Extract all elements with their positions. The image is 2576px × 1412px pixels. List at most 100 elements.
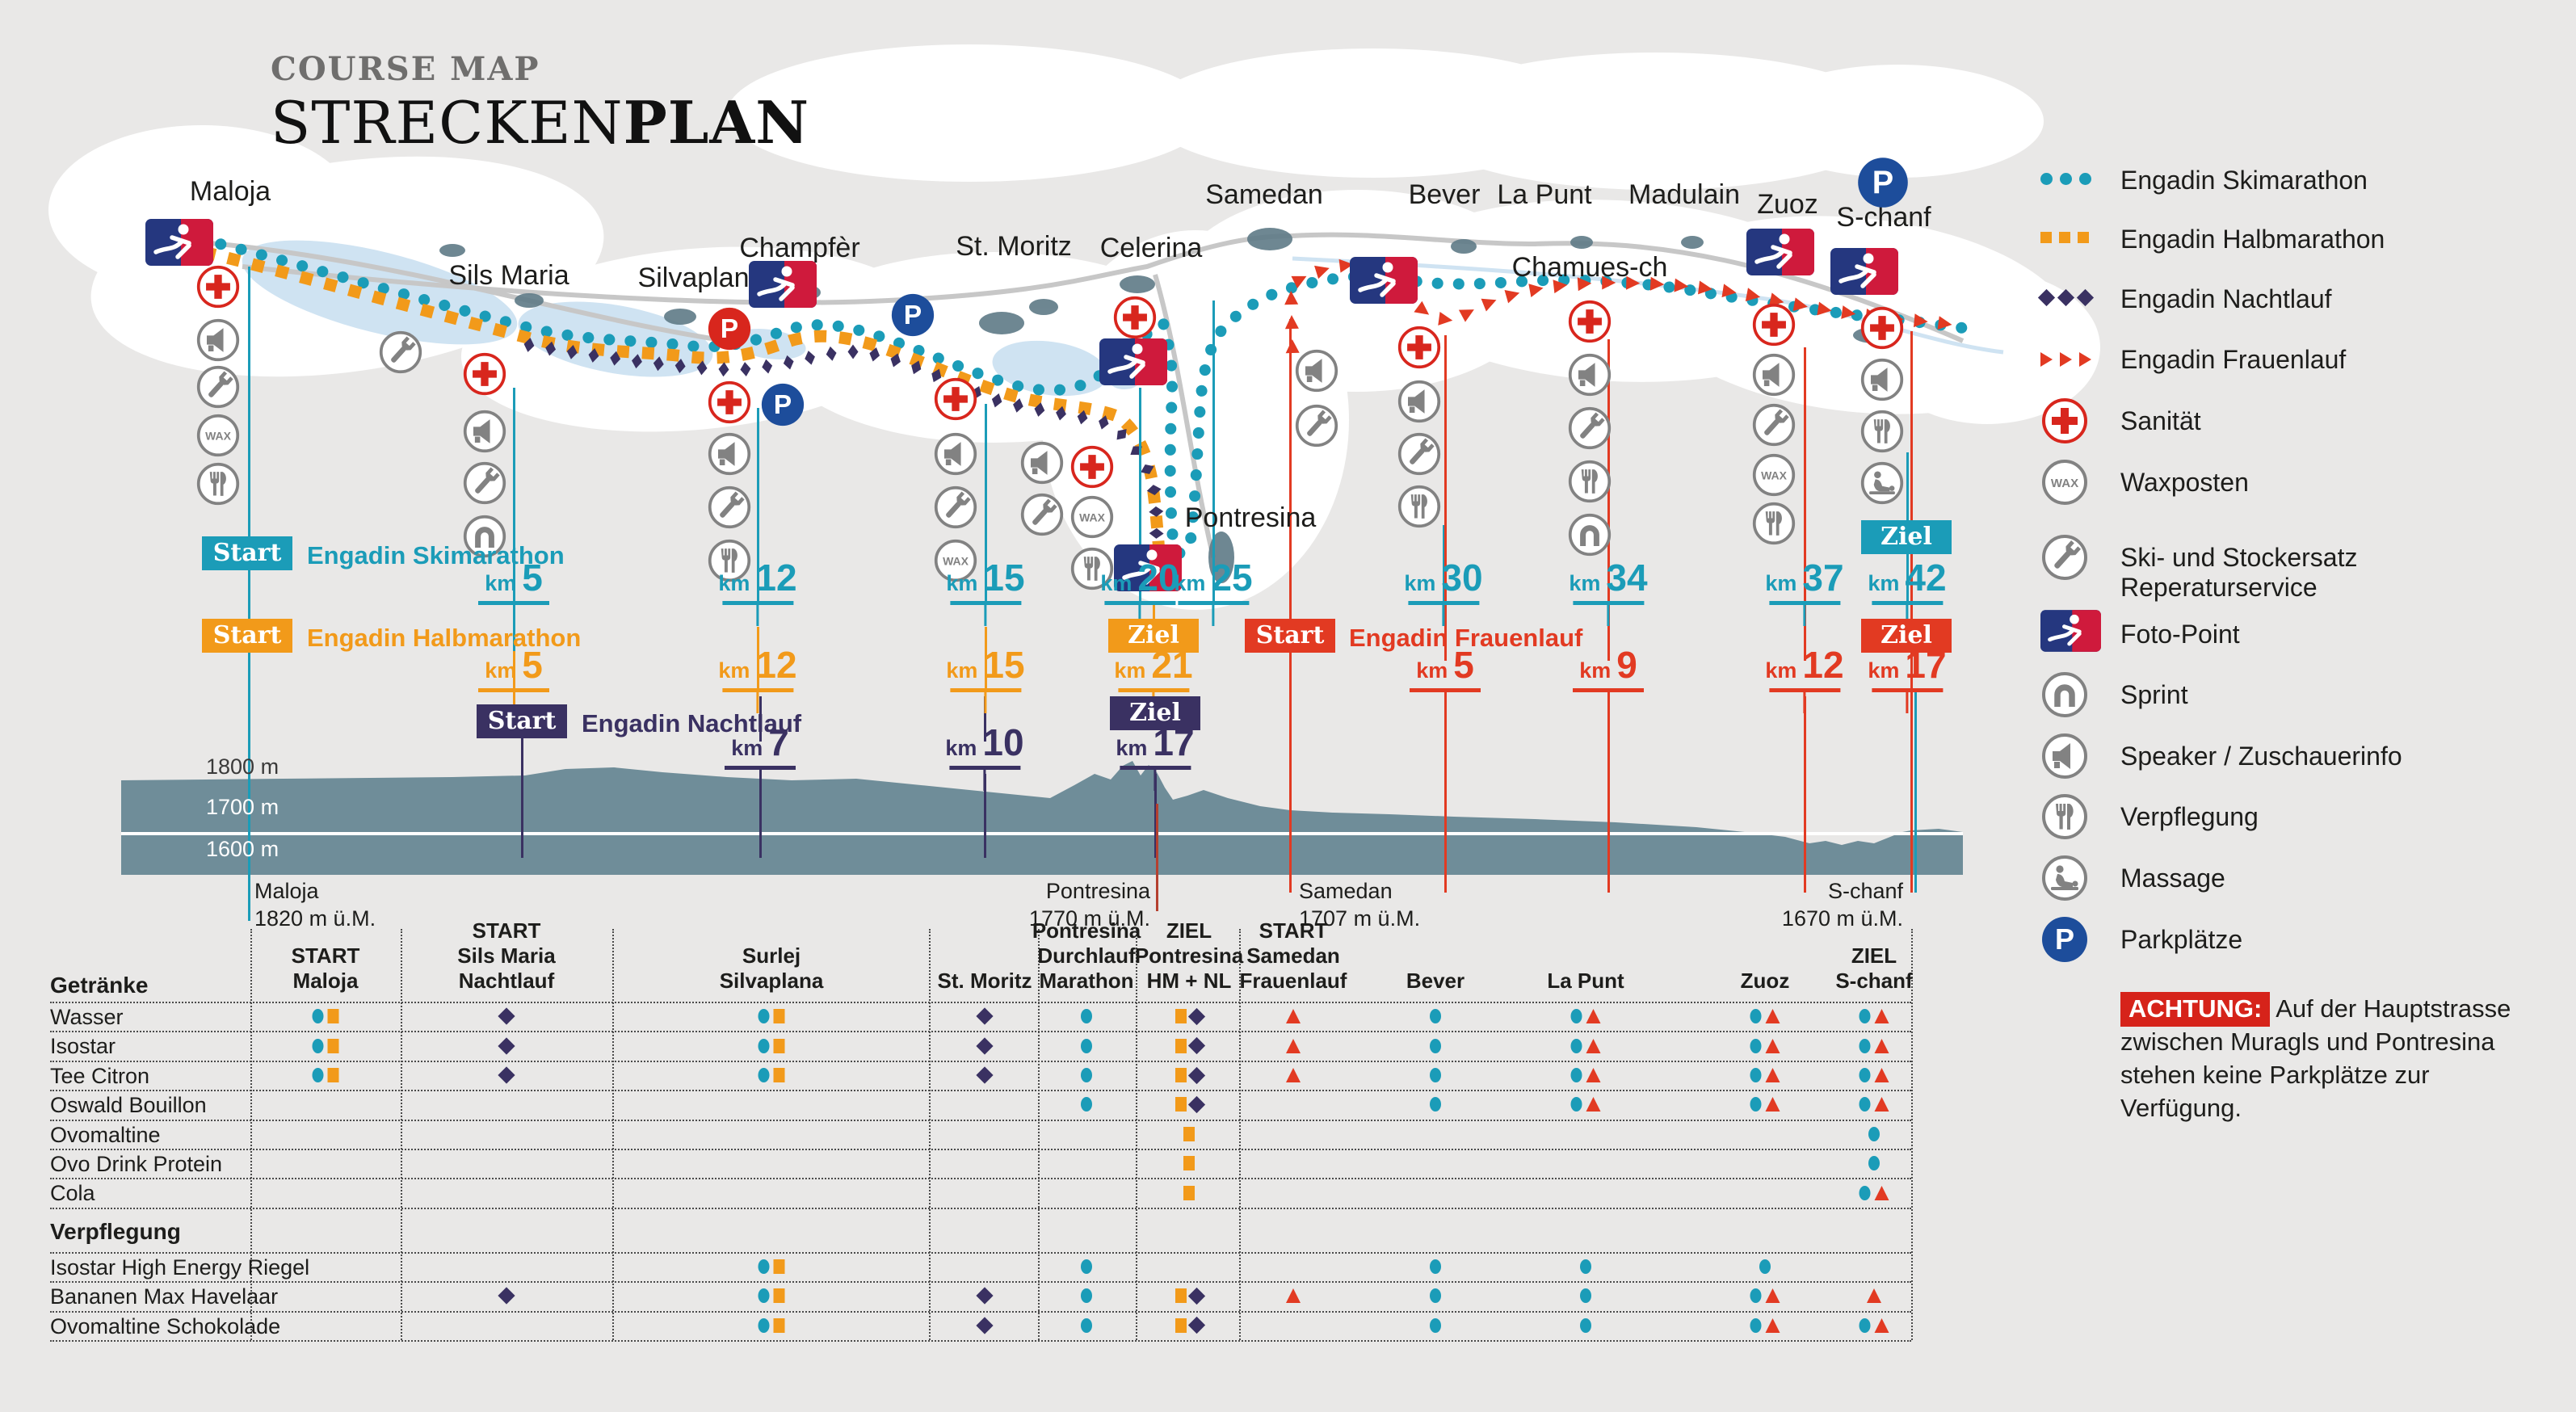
legend-label: Waxposten bbox=[2120, 468, 2249, 497]
table-cell-markers bbox=[498, 1036, 515, 1055]
place-label-celerina: Celerina bbox=[1099, 233, 1203, 263]
station-line bbox=[1288, 653, 1292, 893]
frauenlauf-route-marker bbox=[1284, 315, 1299, 330]
table-row-line bbox=[50, 1119, 1911, 1121]
station-line bbox=[512, 651, 515, 688]
table-cell-markers bbox=[1580, 1259, 1591, 1274]
table-cell-markers bbox=[312, 1068, 339, 1082]
start-box-halbmarathon: Start bbox=[202, 619, 292, 653]
wrench-icon bbox=[378, 330, 423, 375]
table-cell-markers bbox=[1859, 1038, 1889, 1053]
frauenlauf-route-marker bbox=[1458, 309, 1474, 322]
table-row-line bbox=[50, 1002, 1911, 1003]
table-cell-markers bbox=[1081, 1317, 1092, 1333]
nachtlauf-route-marker bbox=[1077, 410, 1088, 425]
frauenlauf-route-marker bbox=[1314, 265, 1330, 279]
svg-text:P: P bbox=[721, 314, 738, 344]
table-row-line bbox=[50, 1207, 1911, 1209]
table-cell-markers bbox=[312, 1038, 339, 1053]
nachtlauf-route-marker bbox=[1116, 429, 1127, 440]
station-line bbox=[247, 267, 250, 536]
table-row-line bbox=[50, 1149, 1911, 1150]
station-line bbox=[1910, 331, 1913, 619]
table-cell-markers bbox=[1759, 1259, 1771, 1274]
table-cell-markers bbox=[1286, 1038, 1301, 1053]
start-box-nachtlauf: Start bbox=[477, 704, 567, 738]
station-line bbox=[1914, 691, 1917, 893]
table-cell-markers bbox=[1286, 1068, 1301, 1082]
page-title: STRECKENPLAN bbox=[271, 88, 810, 157]
sanitaet-icon bbox=[2040, 397, 2089, 445]
legend-label: Parkplätze bbox=[2120, 925, 2243, 954]
route-skimarathon bbox=[195, 233, 1969, 560]
foto-point-icon bbox=[1746, 229, 1814, 275]
place-label-zuoz: Zuoz bbox=[1757, 189, 1818, 220]
table-cell-markers bbox=[1868, 1126, 1880, 1141]
frauenlauf-route-marker bbox=[1602, 275, 1616, 290]
frauenlauf-route-marker bbox=[1438, 312, 1453, 326]
station-line bbox=[756, 627, 759, 688]
table-column-line bbox=[1239, 929, 1241, 1340]
wrench-icon bbox=[1397, 431, 1442, 477]
table-cell-markers bbox=[1175, 1287, 1206, 1305]
table-cell-markers bbox=[1175, 1317, 1206, 1334]
nachtlauf-route-marker bbox=[566, 344, 578, 359]
legend-label: Engadin Halbmarathon bbox=[2120, 225, 2385, 254]
parking-icon: P bbox=[1856, 156, 1910, 209]
table-cell-markers bbox=[1175, 1095, 1206, 1113]
table-cell-markers bbox=[1750, 1038, 1780, 1053]
station-line bbox=[983, 774, 986, 858]
station-line bbox=[756, 408, 759, 601]
table-cell-markers bbox=[1750, 1288, 1780, 1304]
nachtlauf-route-marker bbox=[674, 359, 686, 373]
station-line bbox=[1803, 696, 1806, 893]
race-name-skimarathon: Engadin Skimarathon bbox=[307, 541, 565, 569]
place-label-sils-maria: Sils Maria bbox=[448, 260, 569, 291]
station-line bbox=[1442, 525, 1445, 601]
massage-icon bbox=[2040, 854, 2089, 902]
table-header-getraenke: Getränke bbox=[50, 973, 149, 998]
station-line bbox=[759, 696, 762, 742]
table-cell-markers bbox=[1750, 1068, 1780, 1082]
table-cell-markers bbox=[758, 1038, 785, 1053]
table-cell-markers bbox=[1430, 1317, 1441, 1333]
station-line bbox=[983, 696, 986, 742]
place-label-st-moritz: St. Moritz bbox=[956, 231, 1072, 262]
table-row-line bbox=[50, 1031, 1911, 1033]
nachtlauf-route-marker bbox=[911, 360, 922, 375]
sprint-icon bbox=[462, 514, 507, 559]
wax-icon: WAX bbox=[1069, 494, 1115, 540]
elevation-axis-label: 1800 m bbox=[206, 754, 279, 779]
legend-label: Engadin Nachtlauf bbox=[2120, 284, 2332, 313]
parking-icon: P bbox=[2040, 915, 2089, 964]
route-triangle-icon bbox=[2040, 352, 2091, 367]
table-cell-markers bbox=[1183, 1126, 1195, 1141]
start-box-frauenlauf: Start bbox=[1245, 619, 1335, 653]
svg-text:P: P bbox=[2055, 922, 2074, 956]
table-cell-markers bbox=[1430, 1097, 1441, 1112]
speaker-icon bbox=[1860, 357, 1905, 402]
station-line bbox=[1212, 300, 1215, 601]
nachtlauf-route-marker bbox=[1034, 402, 1045, 417]
frauenlauf-route-marker bbox=[1626, 275, 1641, 290]
ziel-box-halbmarathon: Ziel bbox=[1108, 619, 1199, 653]
foto-point-icon bbox=[1114, 544, 1182, 591]
table-cell-markers bbox=[1183, 1156, 1195, 1171]
foto-point-icon bbox=[749, 261, 817, 308]
svg-text:P: P bbox=[904, 300, 922, 330]
table-column-line bbox=[250, 929, 252, 1340]
frauenlauf-route-marker bbox=[1504, 289, 1520, 304]
legend-label: Verpflegung bbox=[2120, 802, 2259, 831]
place-label-la-punt: La Punt bbox=[1497, 179, 1592, 210]
station-line bbox=[1906, 452, 1909, 520]
table-cell-markers bbox=[1570, 1009, 1601, 1024]
